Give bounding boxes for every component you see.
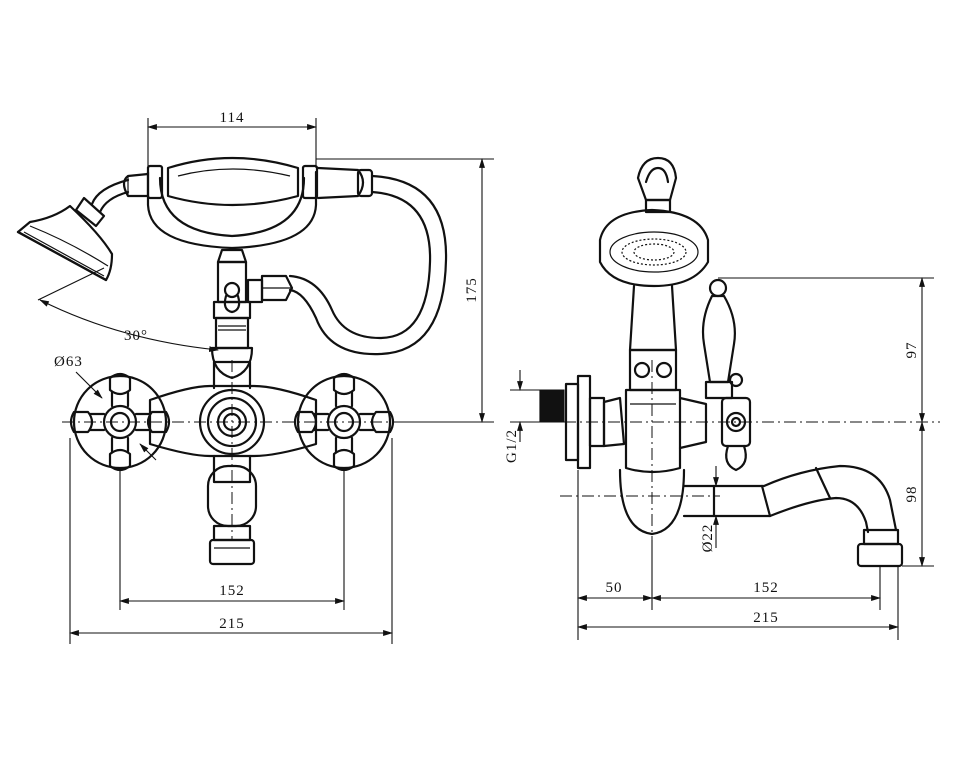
dimension-175: 175 xyxy=(316,158,494,423)
holder-hook xyxy=(636,156,678,214)
hose xyxy=(288,174,448,356)
riser xyxy=(210,248,254,380)
right-handle xyxy=(293,372,395,472)
dimension-d63: Ø63 xyxy=(54,354,157,461)
dimension-g12-label: G1/2 xyxy=(504,429,520,463)
dimension-114-label: 114 xyxy=(220,110,245,126)
dimension-g12: G1/2 xyxy=(504,370,540,463)
wall-inlet xyxy=(539,374,626,470)
handset xyxy=(122,156,374,250)
shower-head xyxy=(16,178,130,282)
angle-30-label: 30° xyxy=(124,328,148,344)
dimension-215-side: 215 xyxy=(577,566,899,640)
dimension-98-label: 98 xyxy=(904,486,920,503)
dimension-d22-label: Ø22 xyxy=(700,524,716,553)
spout-front xyxy=(206,464,258,566)
dimension-152-front: 152 xyxy=(119,468,345,610)
dimension-50-152: 50 152 xyxy=(577,470,881,640)
dimension-114: 114 xyxy=(147,110,317,168)
dimension-d22: Ø22 xyxy=(700,466,719,553)
dimension-98: 98 xyxy=(902,421,934,567)
left-handle xyxy=(69,372,171,472)
dimension-152-front-label: 152 xyxy=(219,583,245,599)
dimension-97-label: 97 xyxy=(904,342,920,359)
dimension-152-side-label: 152 xyxy=(753,580,779,596)
dimension-d63-label: Ø63 xyxy=(54,354,83,370)
dimension-97: 97 xyxy=(718,277,934,423)
dimension-215-side-label: 215 xyxy=(753,610,779,626)
spout-side xyxy=(682,464,904,568)
angle-30: 30° xyxy=(37,267,219,353)
side-handle xyxy=(701,278,752,472)
dimension-215-front: 215 xyxy=(69,438,393,644)
body-column xyxy=(618,348,708,536)
front-view: 114 175 30° Ø63 152 xyxy=(16,110,494,644)
dimension-50-label: 50 xyxy=(606,580,623,596)
side-view: 97 98 G1/2 Ø22 50 xyxy=(504,156,940,640)
dimension-175-label: 175 xyxy=(464,277,480,303)
dimension-215-front-label: 215 xyxy=(219,616,245,632)
diverter xyxy=(223,274,294,314)
shower-head-side xyxy=(598,208,710,352)
